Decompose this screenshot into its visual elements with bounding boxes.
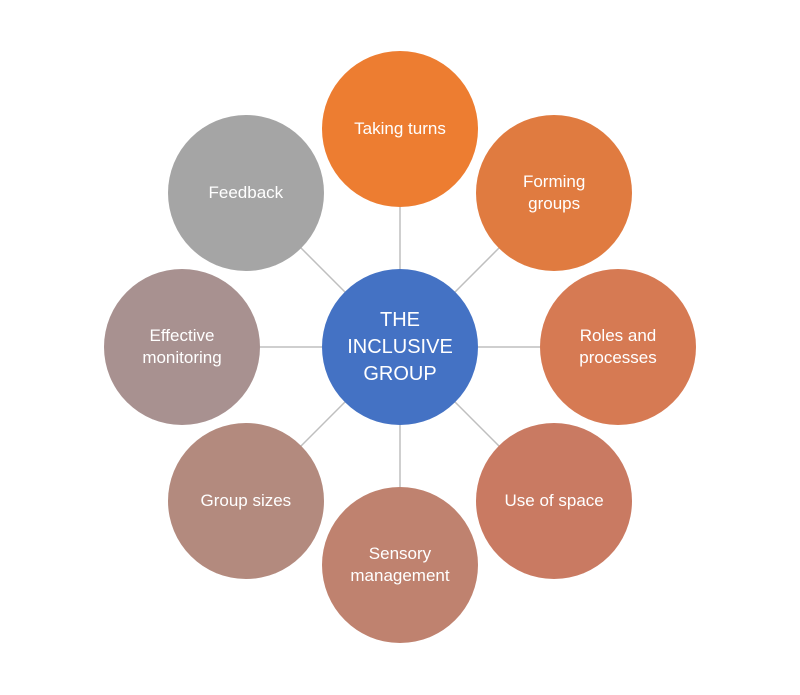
node-sensory-management: Sensory management [322,487,478,643]
node-label-forming-groups: Forming groups [522,171,586,213]
node-label-group-sizes: Group sizes [200,491,292,511]
node-group-sizes: Group sizes [167,423,324,580]
node-use-of-space: Use of space [476,423,633,580]
node-forming-groups: Forming groups [476,114,633,271]
node-label-use-of-space: Use of space [504,491,604,511]
node-label-taking-turns: Taking turns [354,119,446,138]
connector-feedback [300,247,346,293]
node-label-sensory-management: Sensory management [350,544,450,585]
center-node-the-inclusive-group: THE INCLUSIVE GROUP [322,269,478,425]
connector-group-sizes [300,401,346,447]
node-effective-monitoring: Effective monitoring [104,269,260,425]
node-taking-turns: Taking turns [322,51,478,207]
node-label-roles-and-processes: Roles and processes [579,326,657,367]
center-node-label: THE INCLUSIVE GROUP [347,308,453,385]
node-feedback: Feedback [167,114,324,271]
node-label-effective-monitoring: Effective monitoring [142,326,222,367]
connector-use-of-space [454,401,500,447]
node-roles-and-processes: Roles and processes [540,269,696,425]
connector-forming-groups [454,247,500,293]
node-label-feedback: Feedback [208,182,284,202]
